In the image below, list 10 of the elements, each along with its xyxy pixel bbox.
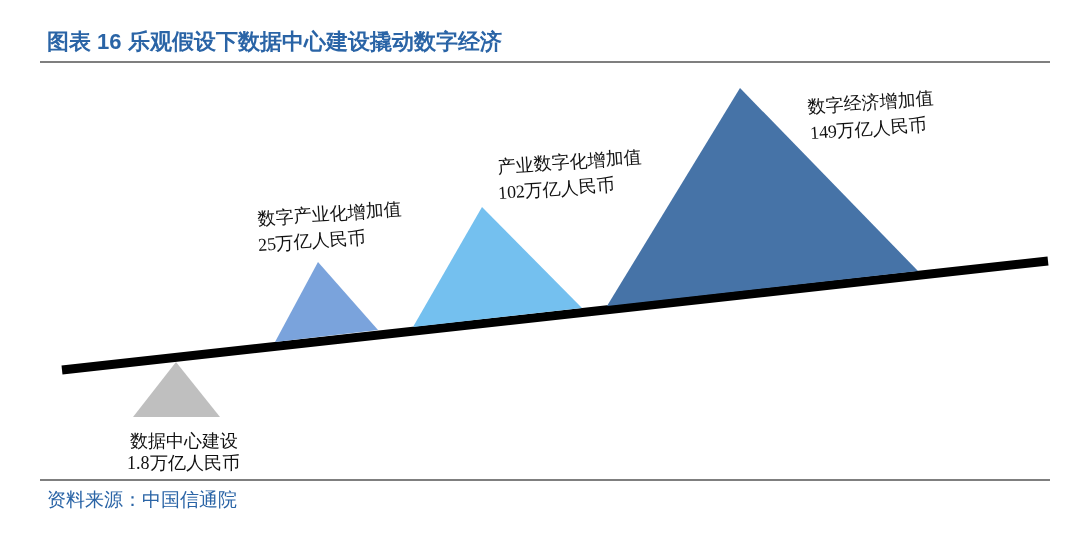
- value-label: 数字经济增加值: [807, 87, 935, 117]
- value-label: 数字产业化增加值: [257, 198, 403, 229]
- title: 图表 16 乐观假设下数据中心建设撬动数字经济: [47, 28, 502, 56]
- amount-label: 102万亿人民币: [497, 174, 616, 204]
- amount-label: 149万亿人民币: [809, 114, 928, 144]
- source-note: 资料来源：中国信通院: [47, 488, 237, 512]
- value-label: 数据中心建设: [130, 430, 238, 452]
- value-label: 产业数字化增加值: [497, 146, 643, 177]
- amount-label: 1.8万亿人民币: [127, 452, 240, 474]
- amount-label: 25万亿人民币: [257, 227, 367, 256]
